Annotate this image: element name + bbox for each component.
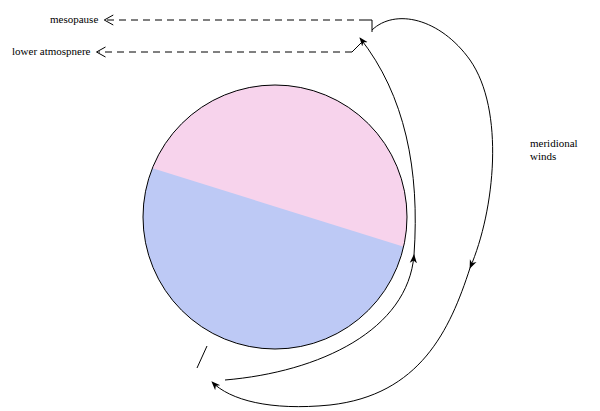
flow-label: meridional winds <box>530 137 588 163</box>
globe-outline <box>143 85 407 349</box>
layer-label: lower atmospnere <box>12 45 91 58</box>
bracket <box>352 40 364 52</box>
wind-path <box>212 268 470 407</box>
globe-fill <box>120 60 440 370</box>
bracket <box>366 20 372 32</box>
wind-path <box>360 38 415 255</box>
wind-loop <box>197 19 493 407</box>
layer-label: mesopause <box>50 13 98 26</box>
leader-arrow <box>99 52 353 53</box>
arrow-head <box>104 15 113 25</box>
arrow-head <box>97 47 106 57</box>
leader-arrow <box>106 20 366 21</box>
tick-mark <box>197 346 207 368</box>
pink-hemisphere <box>120 60 440 258</box>
wind-path <box>372 19 493 268</box>
wind-path <box>225 255 414 380</box>
